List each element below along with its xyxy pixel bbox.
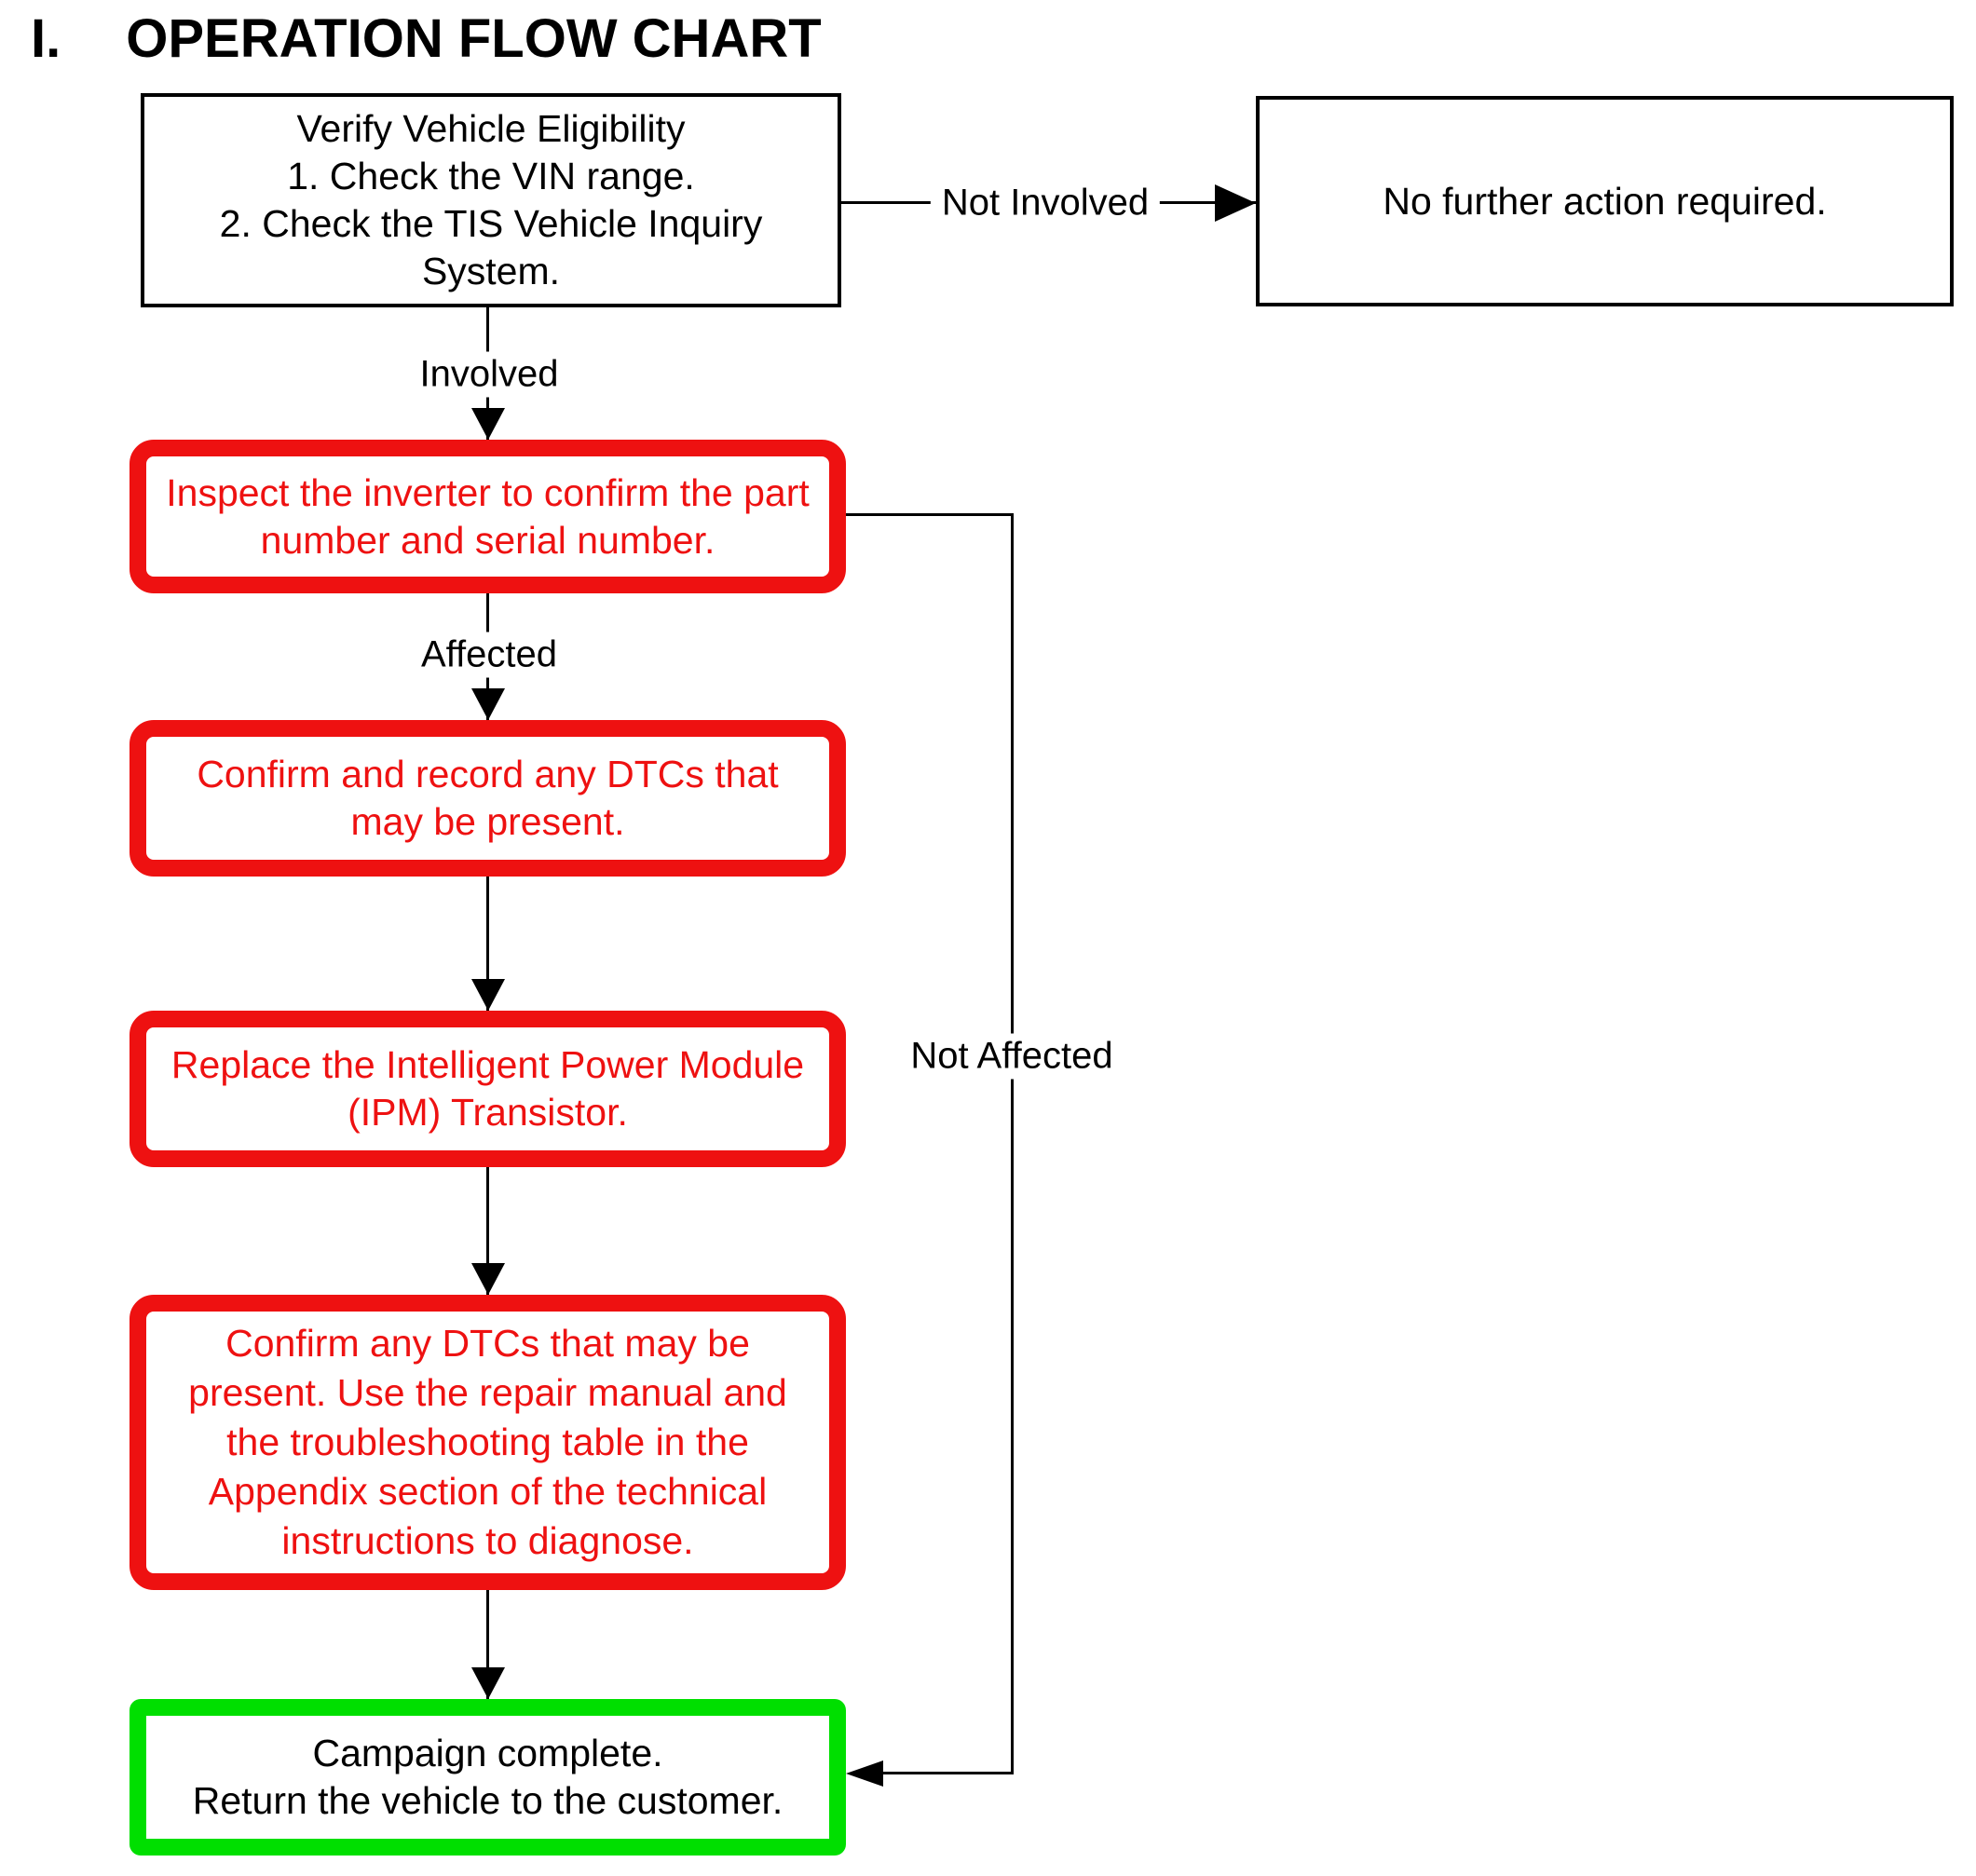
branch-label-affected: Affected xyxy=(409,632,569,678)
arrow-down-icon xyxy=(471,1667,505,1699)
title-numeral: I. xyxy=(31,8,61,69)
arrow-down-icon xyxy=(471,979,505,1011)
node-confirm-record-dtcs: Confirm and record any DTCs that may be … xyxy=(129,720,846,877)
connector-replace-to-diagnose xyxy=(486,1167,489,1295)
arrow-down-icon xyxy=(471,1263,505,1295)
node-campaign-complete: Campaign complete. Return the vehicle to… xyxy=(129,1699,846,1856)
connector-diagnose-to-complete xyxy=(486,1590,489,1699)
arrow-down-icon xyxy=(471,408,505,440)
connector-not-affected-top xyxy=(846,513,1014,516)
node-confirm-dtcs-diagnose: Confirm any DTCs that may be present. Us… xyxy=(129,1295,846,1590)
page-title: I. OPERATION FLOW CHART xyxy=(31,7,822,70)
branch-label-not-involved: Not Involved xyxy=(930,180,1161,226)
title-text: OPERATION FLOW CHART xyxy=(126,8,822,69)
node-verify-vehicle-eligibility: Verify Vehicle Eligibility 1. Check the … xyxy=(141,93,841,307)
connector-not-affected-bottom xyxy=(874,1772,1014,1774)
arrow-down-icon xyxy=(471,688,505,720)
node-no-further-action: No further action required. xyxy=(1256,96,1954,306)
node-inspect-inverter: Inspect the inverter to confirm the part… xyxy=(129,440,846,593)
node-replace-ipm-transistor: Replace the Intelligent Power Module (IP… xyxy=(129,1011,846,1167)
branch-label-not-affected: Not Affected xyxy=(899,1033,1124,1080)
connector-confirm-to-replace xyxy=(486,877,489,1011)
branch-label-involved: Involved xyxy=(408,351,570,398)
arrow-right-icon xyxy=(1215,184,1256,222)
arrow-left-icon xyxy=(846,1760,883,1787)
connector-not-affected-vertical xyxy=(1011,513,1014,1774)
